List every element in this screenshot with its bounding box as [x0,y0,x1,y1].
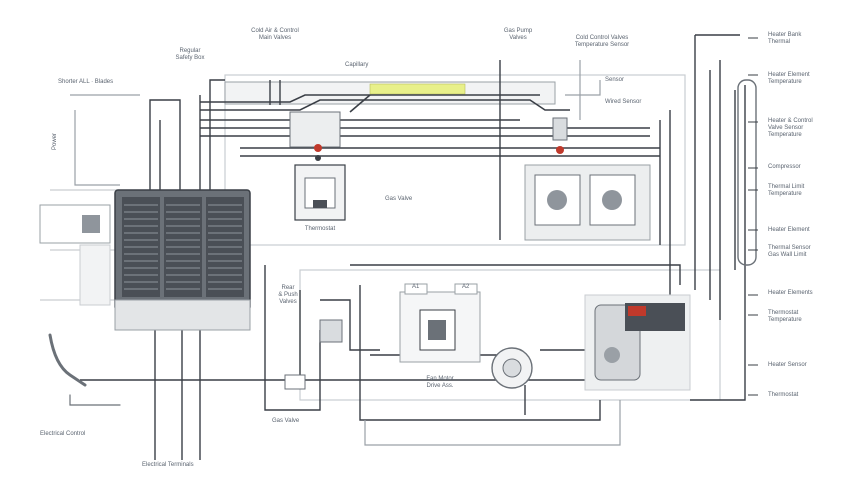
label-right-2: Heater Element Temperature [768,72,810,85]
label-right-10: Heater Sensor [768,362,807,368]
terminal-column [737,79,757,266]
label-box-a2: A2 [462,284,470,290]
label-right-6: Heater Element [768,227,810,233]
relay-small [284,319,343,390]
fan-motor [491,347,533,389]
label-right-7: Thermal Sensor Gas Wall Limit [768,245,811,258]
label-bottom-left-a: Electrical Control [40,431,86,437]
wire-harness [200,94,660,157]
control-module-bottom [399,283,481,363]
label-mid-b: Gas Valve [272,418,300,424]
thermostat-box [294,164,346,221]
label-top-mid-c: Gas Pump Valves [503,28,533,41]
label-section-gas-valve: Gas Valve [385,196,413,202]
label-right-1: Heater Bank Thermal [768,32,802,45]
probe-handle [48,333,121,406]
label-box-a1: A1 [412,284,420,290]
label-right-11: Thermostat [768,392,799,398]
gas-valve-assembly [584,294,691,391]
side-box-left [39,204,111,306]
label-right-8: Heater Elements [768,290,813,296]
valve-pair-right [524,117,651,241]
label-right-3: Heater & Control Valve Sensor Temperatur… [768,118,813,138]
label-right-4: Compressor [768,164,801,170]
label-mid-a: Rear & Push Valves [278,285,298,305]
label-right-5: Thermal Limit Temperature [768,184,805,197]
label-top-left-a: Shorter ALL · Blades [58,79,114,85]
terminal-ticks [748,37,758,396]
label-top-mid-e: Sensor [605,77,625,83]
label-top-mid-d: Cold Control Valves Temperature Sensor [574,35,630,48]
label-right-9: Thermostat Temperature [768,310,802,323]
label-bottom-left-b: Electrical Terminals [142,462,194,468]
valve-stack-mid [289,111,341,161]
label-section-thermostat: Thermostat [304,226,336,232]
label-top-mid-a: Cold Air & Control Main Valves [251,28,299,41]
control-strip [224,81,556,105]
label-top-mid-b: Capillary [345,62,369,68]
label-left-vertical: Power [52,132,58,150]
wire-secondary [70,60,621,446]
label-top-left-b: Regular Safety Box [175,48,205,61]
label-mid-c: Fan Motor Drive Ass. [426,376,454,389]
control-panel [114,189,251,331]
label-top-mid-f: Wired Sensor [605,99,642,105]
